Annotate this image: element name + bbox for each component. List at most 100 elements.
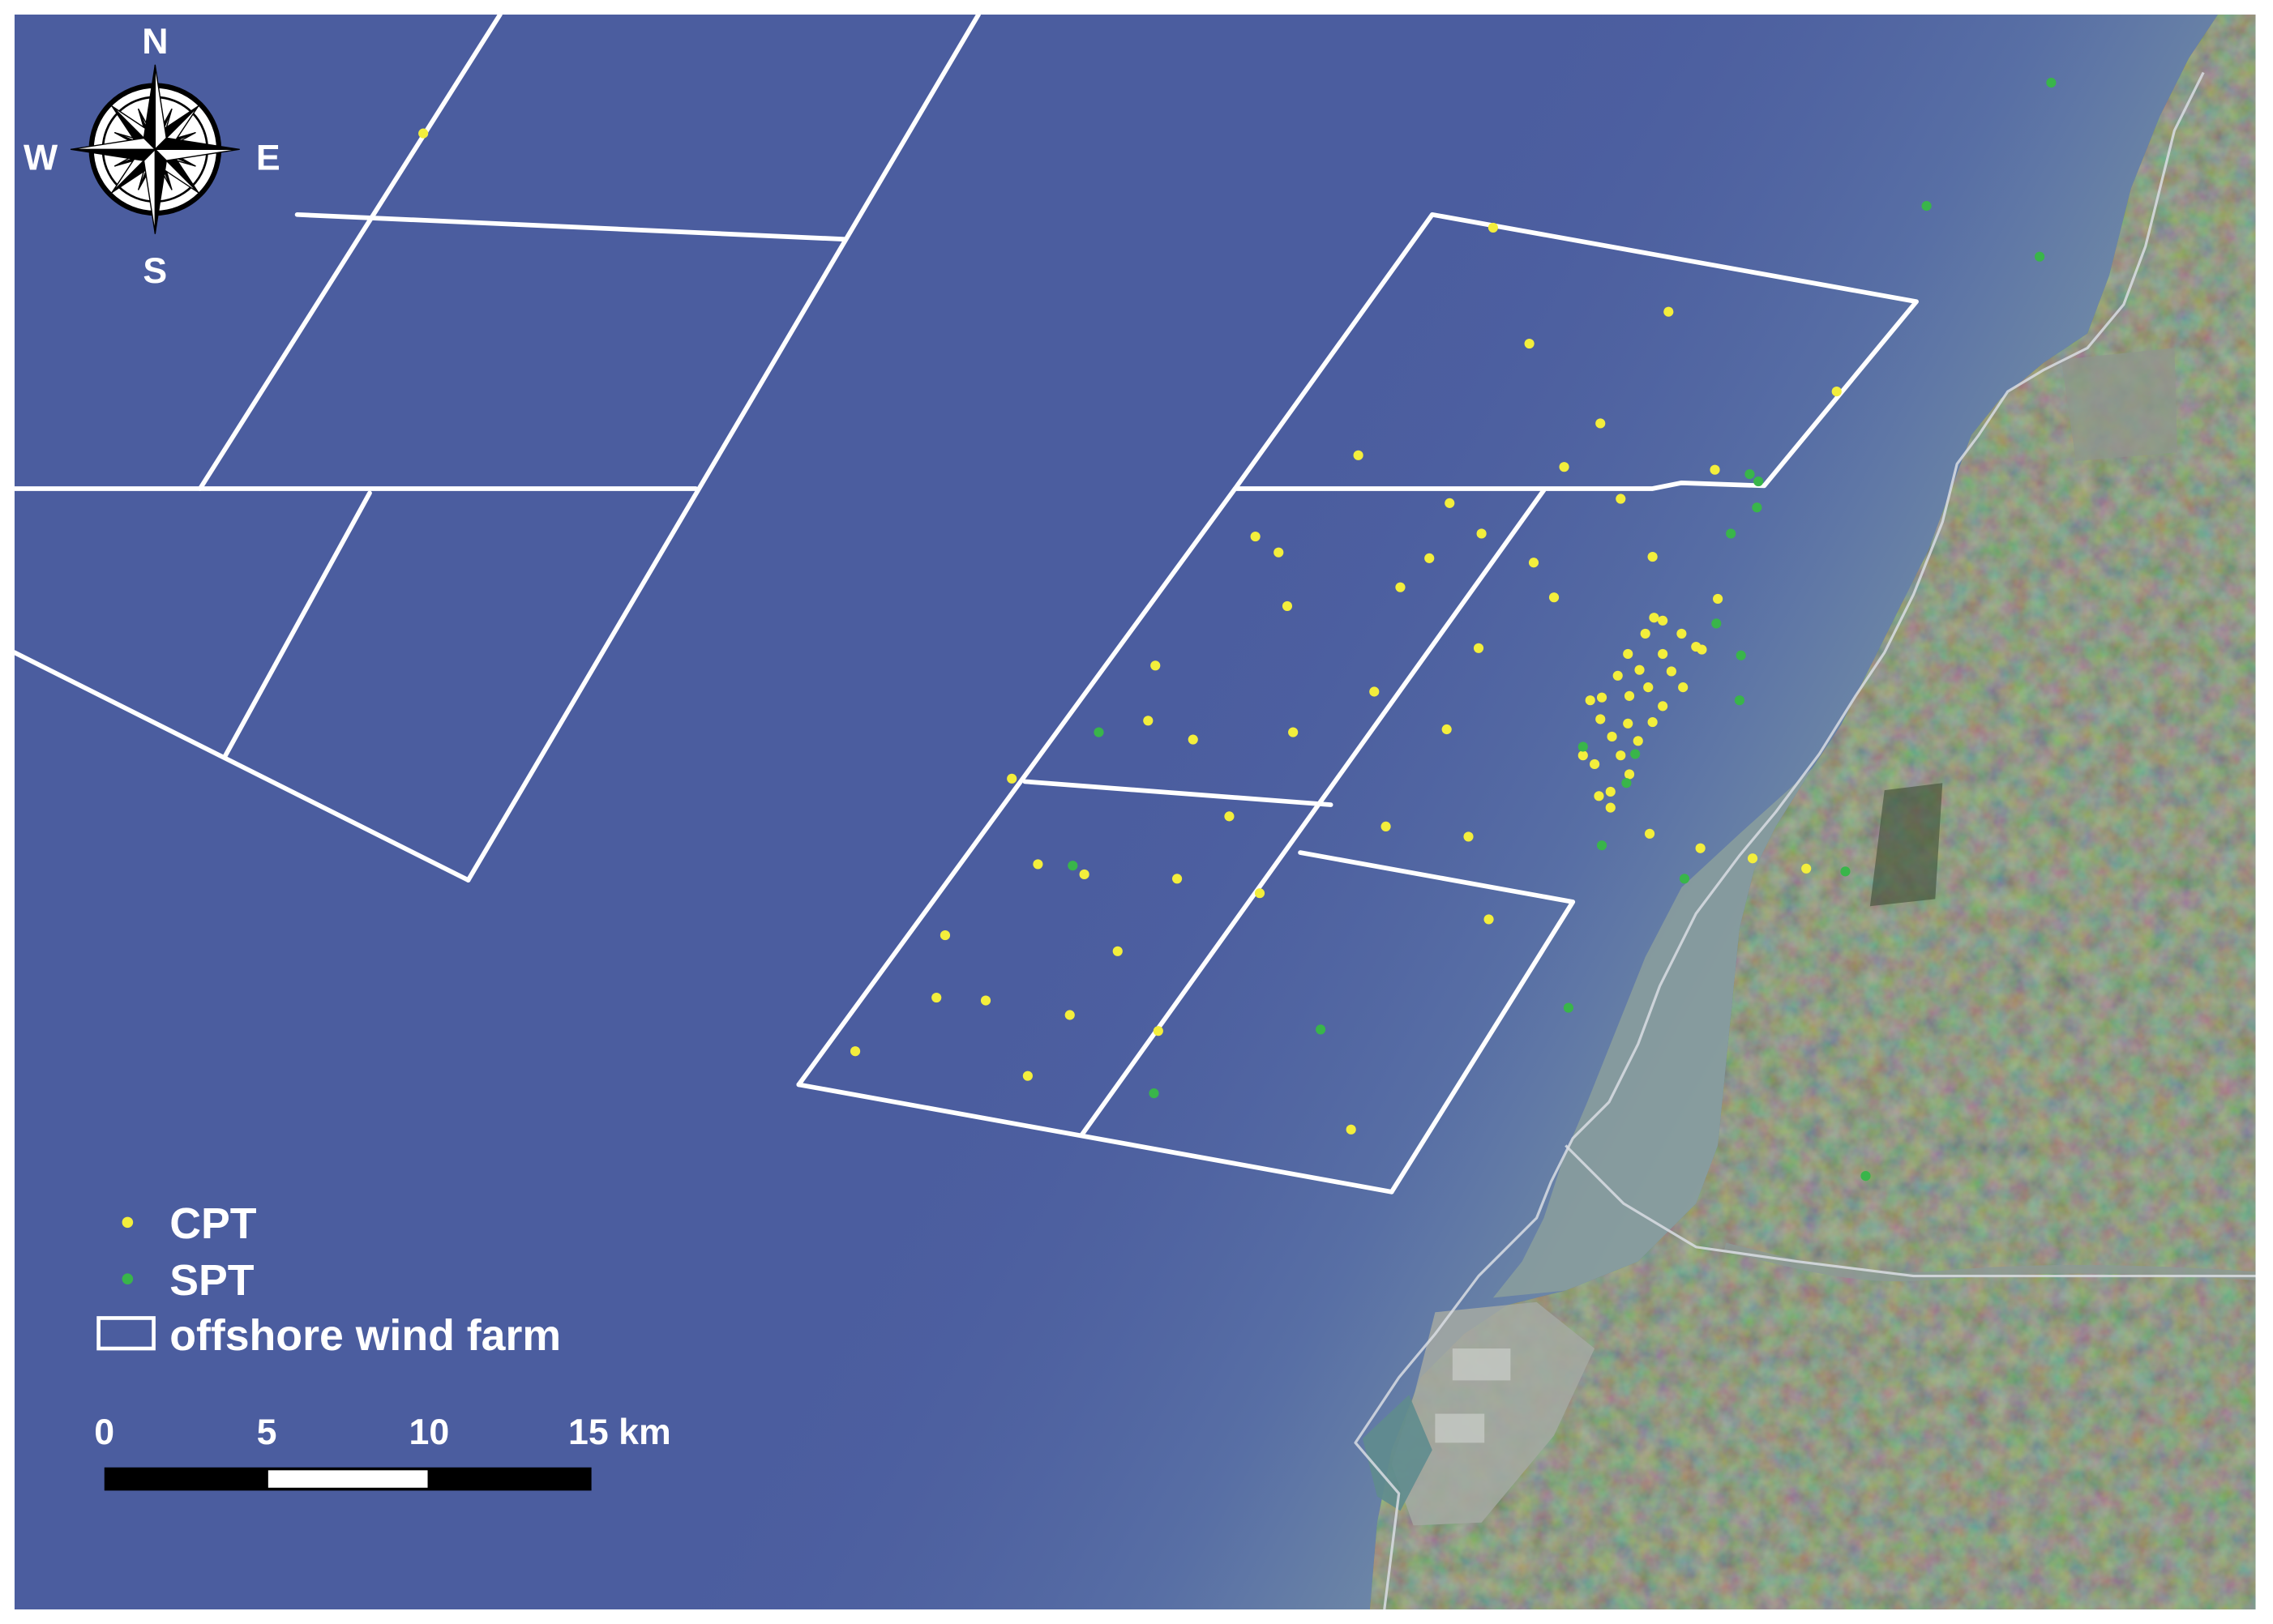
spt-point: [1596, 840, 1607, 851]
cpt-point: [1273, 547, 1284, 558]
wind-farm-boundary: [1298, 850, 1576, 1194]
cpt-point: [1254, 888, 1265, 899]
port-basin: [1362, 1395, 1432, 1511]
cpt-point: [1577, 750, 1588, 761]
cpt-point: [1647, 716, 1658, 728]
cpt-point: [1666, 666, 1676, 677]
spt-point: [1736, 650, 1746, 660]
wind-farm-boundary: [796, 486, 1238, 1088]
cpt-point: [1595, 418, 1606, 429]
coastal-boundary-line: [1354, 71, 2205, 1610]
cpt-point: [1346, 1124, 1356, 1135]
cpt-point: [1033, 859, 1043, 870]
cpt-point: [1473, 643, 1484, 653]
cpt-point: [1623, 718, 1633, 729]
map-frame: [14, 14, 2256, 1610]
cpt-point: [1585, 695, 1595, 706]
cpt-point: [1476, 528, 1487, 539]
wind-farm-boundary: [197, 14, 503, 491]
cpt-point: [1153, 1026, 1163, 1036]
compass-south-label: S: [143, 251, 167, 291]
spt-point: [1711, 618, 1722, 629]
cpt-point: [1559, 462, 1569, 472]
tidal-flat: [1492, 768, 1813, 1298]
compass-west-label: W: [24, 138, 58, 177]
cpt-point: [1112, 946, 1123, 956]
cpt-point: [1658, 701, 1668, 712]
wind-farm-boundary: [465, 14, 981, 883]
spt-point: [1316, 1024, 1326, 1035]
cpt-point: [1624, 690, 1635, 701]
compass-north-label: N: [142, 22, 168, 62]
wind-farm-boundary: [14, 650, 471, 883]
legend-spt-marker: [122, 1273, 134, 1284]
cpt-point: [1623, 648, 1633, 660]
cpt-point: [1250, 531, 1261, 542]
spt-point: [2035, 251, 2045, 262]
cpt-point: [1658, 615, 1668, 626]
scale-label-0: 0: [94, 1412, 114, 1452]
spt-point: [1744, 469, 1755, 480]
cpt-point: [1649, 613, 1659, 623]
cpt-point: [1616, 494, 1626, 504]
spt-point: [1577, 741, 1588, 752]
cpt-point: [1188, 734, 1198, 745]
cpt-point: [1288, 727, 1299, 737]
cpt-point: [1595, 714, 1606, 724]
cpt-point: [1488, 222, 1498, 233]
cpt-point: [1395, 582, 1406, 592]
cpt-point: [1596, 692, 1607, 703]
cpt-point: [1424, 553, 1435, 563]
cpt-point: [1022, 1071, 1033, 1081]
legend-wind-farm-marker: [96, 1316, 156, 1351]
legend-spt-label: SPT: [169, 1256, 255, 1305]
spt-point: [1860, 1171, 1871, 1182]
scale-label-15-km: 15 km: [568, 1412, 671, 1452]
cpt-point: [1353, 450, 1363, 460]
scale-label-5: 5: [257, 1412, 277, 1452]
cpt-point: [1634, 665, 1645, 675]
spt-point: [2046, 77, 2057, 88]
cpt-point: [1143, 716, 1154, 726]
cpt-point: [1695, 843, 1706, 853]
cpt-point: [1644, 828, 1655, 839]
spt-point: [1752, 502, 1762, 513]
spt-point: [1630, 749, 1641, 759]
cpt-point: [1605, 786, 1616, 797]
cpt-point: [1282, 600, 1293, 612]
cpt-point: [1483, 914, 1494, 925]
cpt-point: [1441, 724, 1452, 735]
cpt-point: [1590, 759, 1600, 770]
wind-farm-boundary: [796, 1082, 1394, 1194]
spt-point: [1734, 695, 1744, 706]
compass-rose: N S W E: [24, 22, 280, 291]
cpt-point: [1658, 648, 1668, 660]
spt-point: [1753, 476, 1764, 487]
cpt-point: [1801, 863, 1812, 874]
cpt-points: [418, 128, 1842, 1135]
spt-point: [1840, 866, 1851, 877]
wind-farm-boundary: [294, 212, 848, 242]
cpt-point: [1697, 644, 1707, 655]
cpt-point: [1624, 769, 1635, 780]
farmland-strip: [1869, 783, 1943, 907]
wind-farm-boundary: [1022, 779, 1333, 807]
cpt-point: [1380, 821, 1391, 831]
legend: CPT SPT offshore wind farm: [96, 1199, 561, 1360]
river-boundary-line: [1565, 1144, 2256, 1278]
port-block: [1435, 1413, 1485, 1443]
industrial-port: [1391, 1301, 1595, 1526]
cpt-point: [1150, 660, 1161, 671]
spt-point: [1726, 528, 1736, 539]
cpt-point: [940, 930, 951, 941]
legend-cpt-marker: [122, 1216, 134, 1229]
spt-point: [1094, 727, 1104, 737]
cpt-point: [1605, 802, 1616, 813]
wind-farm-boundary: [222, 490, 372, 759]
cpt-point: [1007, 773, 1017, 784]
cpt-point: [1064, 1010, 1075, 1020]
cpt-point: [418, 128, 429, 139]
port-block: [1452, 1348, 1511, 1381]
cpt-point: [1224, 811, 1235, 822]
